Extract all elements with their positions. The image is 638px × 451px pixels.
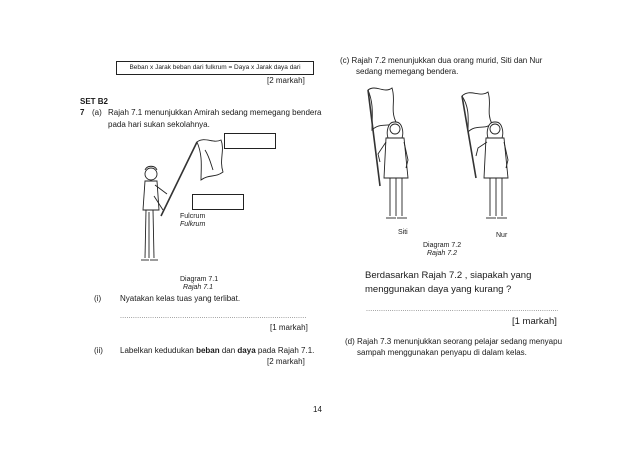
part-ii-text-mid: dan (219, 346, 238, 355)
part-ii-marks: [2 markah] (267, 357, 305, 366)
part-c-question-line1: Berdasarkan Rajah 7.2 , siapakah yang (365, 270, 532, 281)
part-d-text-line1: (d) Rajah 7.3 menunjukkan seorang pelaja… (345, 337, 563, 346)
question-text-line1: Rajah 7.1 menunjukkan Amirah sedang meme… (108, 108, 322, 117)
part-ii-text-post: pada Rajah 7.1. (255, 346, 315, 355)
figure-nur-illustration (461, 91, 509, 219)
part-i-text: Nyatakan kelas tuas yang terlibat. (120, 294, 241, 303)
diagram-7-1-caption-en: Diagram 7.1 (180, 276, 219, 283)
set-heading: SET B2 (80, 97, 109, 106)
part-ii-text-pre: Labelkan kedudukan (120, 346, 197, 355)
nur-label: Nur (496, 232, 508, 239)
fulcrum-label-ms: Fulkrum (180, 221, 206, 228)
answer-box-top[interactable] (224, 133, 276, 149)
part-c-marks: [1 markah] (512, 316, 557, 327)
part-c-question-line2: menggunakan daya yang kurang ? (365, 284, 512, 295)
figure-7-1-illustration (141, 139, 224, 261)
part-i-answer-line[interactable]: ........................................… (120, 313, 306, 320)
part-i-label: (i) (94, 294, 102, 303)
part-c-answer-line[interactable]: ........................................… (366, 306, 558, 313)
part-ii-daya: daya (237, 346, 256, 355)
answer-box-bottom[interactable] (192, 194, 244, 210)
diagram-7-2-caption-ms: Rajah 7.2 (427, 250, 457, 257)
figure-siti-illustration (367, 87, 409, 219)
siti-label: Siti (398, 229, 408, 236)
part-d-text-line2: sampah menggunakan penyapu di dalam kela… (357, 348, 527, 357)
formula-box: Beban x Jarak beban dari fulkrum = Daya … (116, 61, 314, 75)
diagram-7-2-caption-en: Diagram 7.2 (423, 242, 462, 249)
question-text-line2: pada hari sukan sekolahnya. (108, 120, 210, 129)
part-c-text-line1: (c) Rajah 7.2 menunjukkan dua orang muri… (340, 56, 543, 65)
diagram-7-1-caption-ms: Rajah 7.1 (183, 284, 213, 291)
formula-text: Beban x Jarak beban dari fulkrum = Daya … (129, 64, 301, 71)
fulcrum-label-en: Fulcrum (180, 213, 206, 220)
part-ii-text: Labelkan kedudukan beban dan daya pada R… (120, 346, 314, 355)
part-i-marks: [1 markah] (270, 323, 308, 332)
part-ii-beban: beban (196, 346, 220, 355)
part-ii-label: (ii) (94, 346, 103, 355)
formula-marks: [2 markah] (267, 76, 305, 85)
question-part-a: (a) (92, 108, 102, 117)
part-c-text-line2: sedang memegang bendera. (356, 67, 459, 76)
question-number: 7 (80, 108, 85, 117)
page-number: 14 (313, 405, 322, 414)
